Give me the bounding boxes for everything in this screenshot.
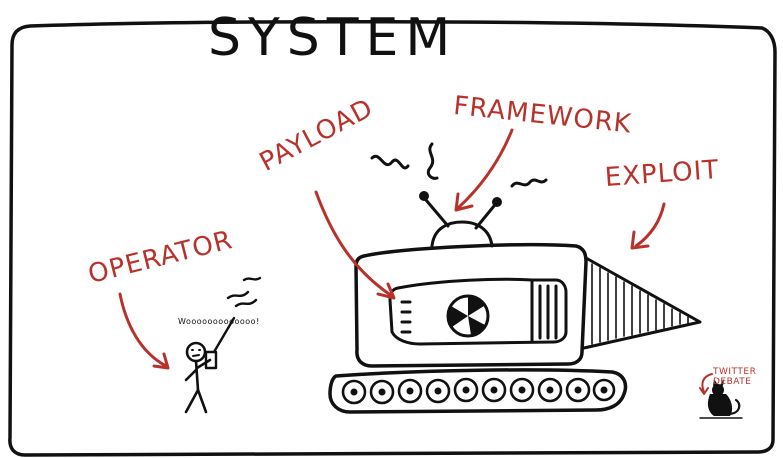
track-wheel-hub	[519, 387, 526, 394]
diagram-title: SYSTEM	[208, 12, 457, 64]
drill-cone	[584, 258, 700, 348]
track-wheel-hub	[575, 387, 582, 394]
payload-arrow	[316, 192, 392, 296]
drill-cone-hatching	[592, 264, 688, 344]
payload-cartridge-cap	[532, 282, 556, 342]
operator-face	[192, 350, 200, 356]
track-wheel-hub	[379, 389, 386, 396]
antenna-signal-middle	[428, 144, 437, 178]
cat-body	[708, 394, 732, 416]
payload-radiation-blade-2	[468, 316, 485, 335]
track-wheel-hub	[351, 389, 358, 396]
twitter-label-line1: TWITTER	[713, 367, 756, 377]
track-wheel-hub	[435, 388, 442, 395]
antenna-tip-left	[419, 191, 429, 201]
framework-arrow	[458, 130, 512, 208]
operator-figure	[186, 278, 260, 412]
track-wheels	[343, 379, 614, 403]
antenna-left	[426, 200, 448, 226]
track-wheel-hub	[463, 387, 470, 394]
track-wheel-hub	[491, 387, 498, 394]
twitter-debate-label: TWITTER DEBATE	[713, 367, 756, 388]
operator-legs	[186, 390, 206, 412]
operator-shout-text: Wooooooooooooo!	[178, 318, 260, 326]
payload-radiation-blade-3	[448, 306, 468, 327]
antenna-signal-right	[512, 180, 546, 186]
track-wheel-hub	[547, 387, 554, 394]
antenna-signal-left	[372, 156, 408, 168]
turret-dome	[432, 222, 492, 246]
exploit-label: EXPLOIT	[604, 157, 720, 191]
operator-head	[187, 343, 205, 361]
exploit-arrow	[636, 204, 664, 246]
operator-body	[196, 361, 198, 390]
shout-motion-lines	[228, 278, 260, 306]
antenna-tip-right	[492, 197, 502, 207]
track-wheel-hub	[407, 388, 414, 395]
twitter-label-line2: DEBATE	[713, 377, 756, 387]
track-wheel-hub	[601, 387, 608, 394]
payload-vent-marks	[402, 302, 410, 332]
operator-arrow	[120, 294, 166, 366]
